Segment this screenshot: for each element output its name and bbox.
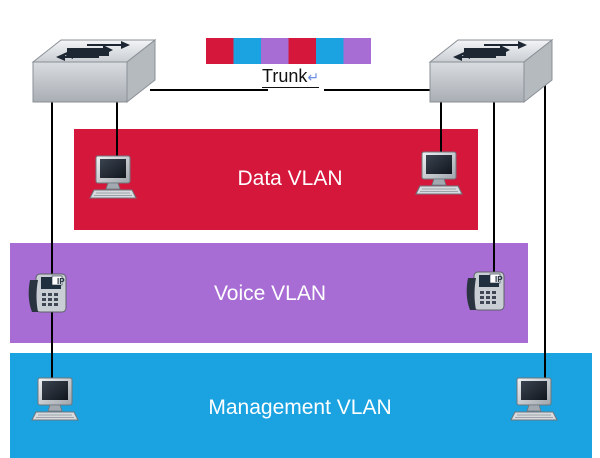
trunk-frame-strip bbox=[206, 38, 371, 64]
svg-text:IP: IP bbox=[495, 275, 503, 284]
right-data-pc-icon bbox=[415, 151, 463, 195]
data-vlan-band bbox=[74, 129, 478, 230]
svg-text:IP: IP bbox=[57, 277, 65, 286]
management-vlan-label: Management VLAN bbox=[208, 396, 392, 419]
voice-vlan-band bbox=[10, 243, 528, 343]
data-vlan-label: Data VLAN bbox=[237, 167, 343, 190]
left-switch-icon bbox=[32, 39, 156, 103]
trunk-frame-segment bbox=[233, 38, 261, 64]
right-ip-phone-icon: IP bbox=[466, 271, 505, 311]
trunk-label: Trunk↵ bbox=[262, 66, 320, 88]
right-switch-icon bbox=[429, 39, 553, 103]
trunk-frame-segment bbox=[206, 38, 234, 64]
left-data-pc-icon bbox=[89, 155, 137, 199]
right-management-pc-icon bbox=[510, 377, 558, 421]
trunk-frame-segment bbox=[343, 38, 371, 64]
left-ip-phone-icon: IP bbox=[28, 273, 67, 313]
voice-vlan-label: Voice VLAN bbox=[213, 282, 327, 305]
trunk-frame-segment bbox=[288, 38, 316, 64]
trunk-return-mark: ↵ bbox=[307, 69, 320, 85]
trunk-frame-segment bbox=[261, 38, 289, 64]
left-management-pc-icon bbox=[31, 377, 79, 421]
management-vlan-band bbox=[10, 353, 592, 458]
cables bbox=[51, 78, 546, 380]
trunk-frame-segment bbox=[316, 38, 344, 64]
